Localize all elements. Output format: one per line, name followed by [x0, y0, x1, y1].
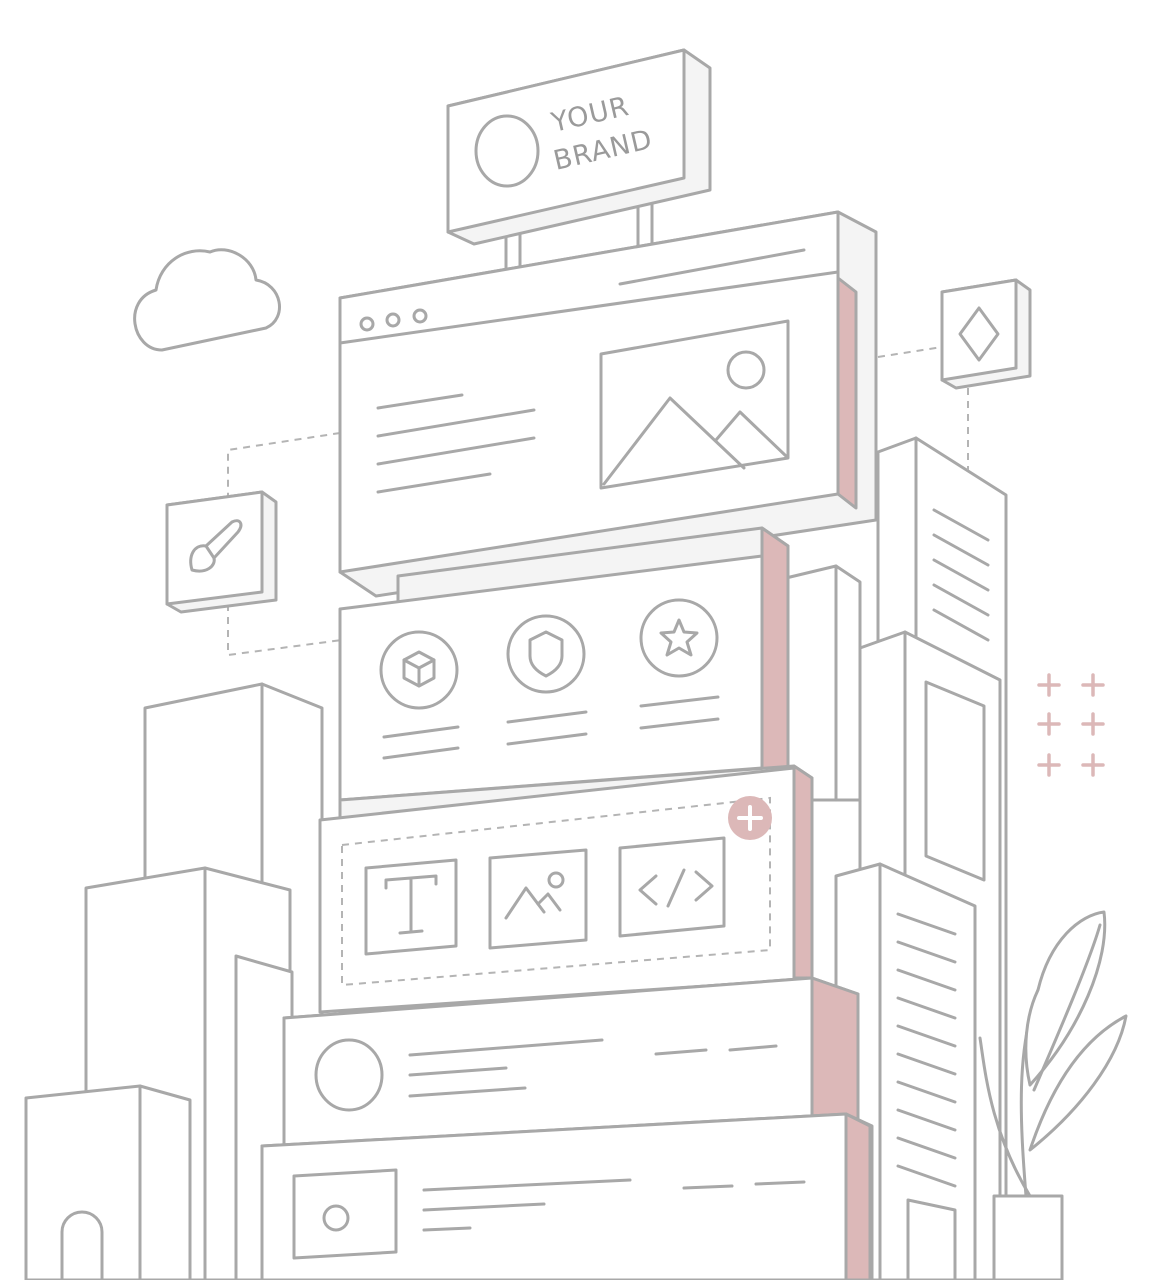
text-block	[364, 858, 458, 956]
shield-icon	[528, 630, 564, 678]
address-bar-line	[618, 248, 806, 286]
star-icon	[659, 618, 699, 657]
shield-feature	[506, 614, 588, 746]
tower-window-lines	[932, 508, 990, 642]
diamond-icon	[958, 306, 1000, 362]
cube-icon	[402, 650, 436, 688]
front-building-lines	[896, 912, 957, 1188]
plant-illustration	[978, 910, 1128, 1280]
paintbrush-icon	[189, 519, 243, 573]
block-editor-panel	[318, 764, 814, 1014]
cloud-icon	[133, 248, 281, 352]
profile-panel	[282, 976, 860, 1172]
plus-icon	[737, 805, 763, 831]
window-controls	[359, 308, 428, 332]
browser-window-panel	[338, 210, 878, 598]
media-card-panel	[260, 1112, 874, 1280]
text-icon	[384, 874, 438, 935]
code-block	[618, 836, 726, 938]
image-icon	[504, 871, 565, 920]
diamond-icon-box	[940, 278, 1032, 390]
image-placeholder-icon	[599, 319, 790, 490]
image-block	[488, 848, 588, 950]
brand-logo-circle	[474, 114, 540, 188]
paintbrush-icon-box	[165, 490, 278, 614]
cube-feature	[379, 630, 460, 760]
avatar	[314, 1038, 384, 1112]
dashed-connectors	[227, 346, 969, 657]
text-lines	[376, 393, 536, 494]
brand-billboard: YOUR BRAND	[446, 48, 712, 276]
star-feature	[639, 598, 720, 730]
add-block-button[interactable]	[728, 796, 772, 840]
media-thumbnail	[292, 1168, 398, 1260]
features-panel	[338, 526, 790, 818]
decorative-plus-grid	[1037, 673, 1105, 777]
code-icon	[638, 868, 714, 908]
